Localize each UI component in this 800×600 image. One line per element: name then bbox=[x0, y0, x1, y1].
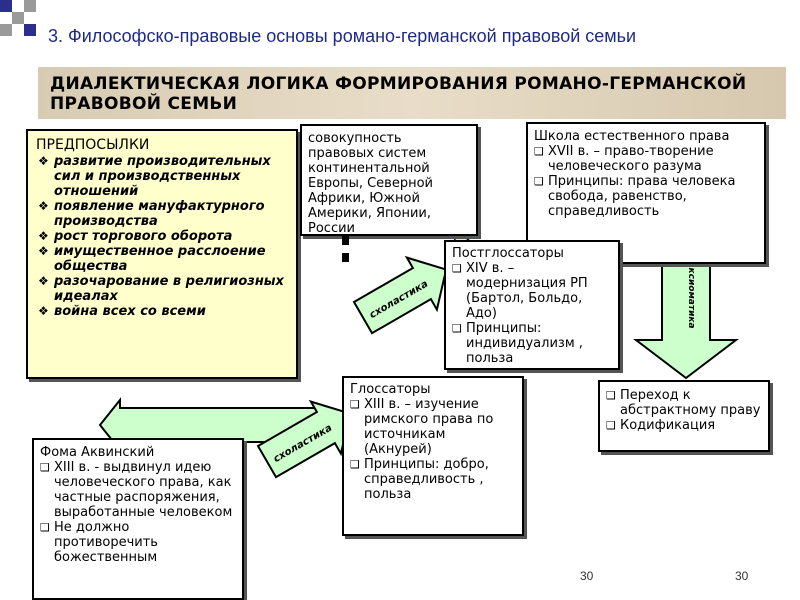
glossators-heading: Глоссаторы bbox=[350, 382, 431, 397]
natural-law-heading: Школа естественного права bbox=[534, 129, 730, 144]
list-item: война всех со всеми bbox=[36, 304, 290, 319]
list-item: рост торгового оборота bbox=[36, 229, 290, 244]
list-item: Принципы: индивидуализм , польза bbox=[452, 321, 612, 366]
abstract-list: Переход к абстрактному праву Кодификация bbox=[606, 388, 762, 433]
list-item: разочарование в религиозных идеалах bbox=[36, 274, 290, 304]
axiomatics-label: аксиоматика bbox=[686, 261, 696, 328]
definition-text: совокупность правовых систем континентал… bbox=[308, 131, 433, 236]
list-item: Принципы: права человека свобода, равенс… bbox=[534, 174, 758, 219]
banner-text: ДИАЛЕКТИЧЕСКАЯ ЛОГИКА ФОРМИРОВАНИЯ РОМАН… bbox=[50, 74, 747, 114]
premises-box: ПРЕДПОСЫЛКИ развитие производительных си… bbox=[26, 129, 298, 379]
page-number-right: 30 bbox=[735, 569, 749, 583]
natural-law-list: XVII в. – право-творение человеческого р… bbox=[534, 144, 758, 219]
list-item: имущественное расслоение общества bbox=[36, 244, 290, 274]
glossators-list: XIII в. – изучение римского права по ист… bbox=[350, 397, 516, 502]
page-number-left: 30 bbox=[580, 569, 594, 583]
marker bbox=[342, 253, 349, 262]
list-item: XIV в. – модернизация РП (Бартол, Больдо… bbox=[452, 261, 612, 321]
aquinas-list: XIII в. - выдвинул идею человеческого пр… bbox=[40, 460, 236, 565]
premises-list: развитие производительных сил и производ… bbox=[36, 154, 290, 319]
postglossators-box: Постглоссаторы XIV в. – модернизация РП … bbox=[444, 240, 620, 370]
premises-heading: ПРЕДПОСЫЛКИ bbox=[36, 137, 150, 153]
postglossators-heading: Постглоссаторы bbox=[452, 246, 564, 261]
abstract-box: Переход к абстрактному праву Кодификация bbox=[598, 380, 770, 452]
list-item: появление мануфактурного производства bbox=[36, 199, 290, 229]
list-item: XVII в. – право-творение человеческого р… bbox=[534, 144, 758, 174]
list-item: развитие производительных сил и производ… bbox=[36, 154, 290, 199]
postglossators-list: XIV в. – модернизация РП (Бартол, Больдо… bbox=[452, 261, 612, 366]
aquinas-heading: Фома Аквинский bbox=[40, 445, 155, 460]
list-item: Кодификация bbox=[606, 418, 762, 433]
list-item: XIII в. - выдвинул идею человеческого пр… bbox=[40, 460, 236, 520]
list-item: Не должно противоречить божественным bbox=[40, 520, 236, 565]
definition-box: совокупность правовых систем континентал… bbox=[300, 124, 478, 236]
slide-title: 3. Философско-правовые основы романо-гер… bbox=[48, 26, 637, 46]
marker bbox=[342, 236, 349, 245]
banner: ДИАЛЕКТИЧЕСКАЯ ЛОГИКА ФОРМИРОВАНИЯ РОМАН… bbox=[38, 67, 786, 119]
glossators-box: Глоссаторы XIII в. – изучение римского п… bbox=[342, 376, 524, 536]
list-item: XIII в. – изучение римского права по ист… bbox=[350, 397, 516, 457]
list-item: Переход к абстрактному праву bbox=[606, 388, 762, 418]
aquinas-box: Фома Аквинский XIII в. - выдвинул идею ч… bbox=[32, 438, 244, 600]
list-item: Принципы: добро, справедливость , польза bbox=[350, 457, 516, 502]
